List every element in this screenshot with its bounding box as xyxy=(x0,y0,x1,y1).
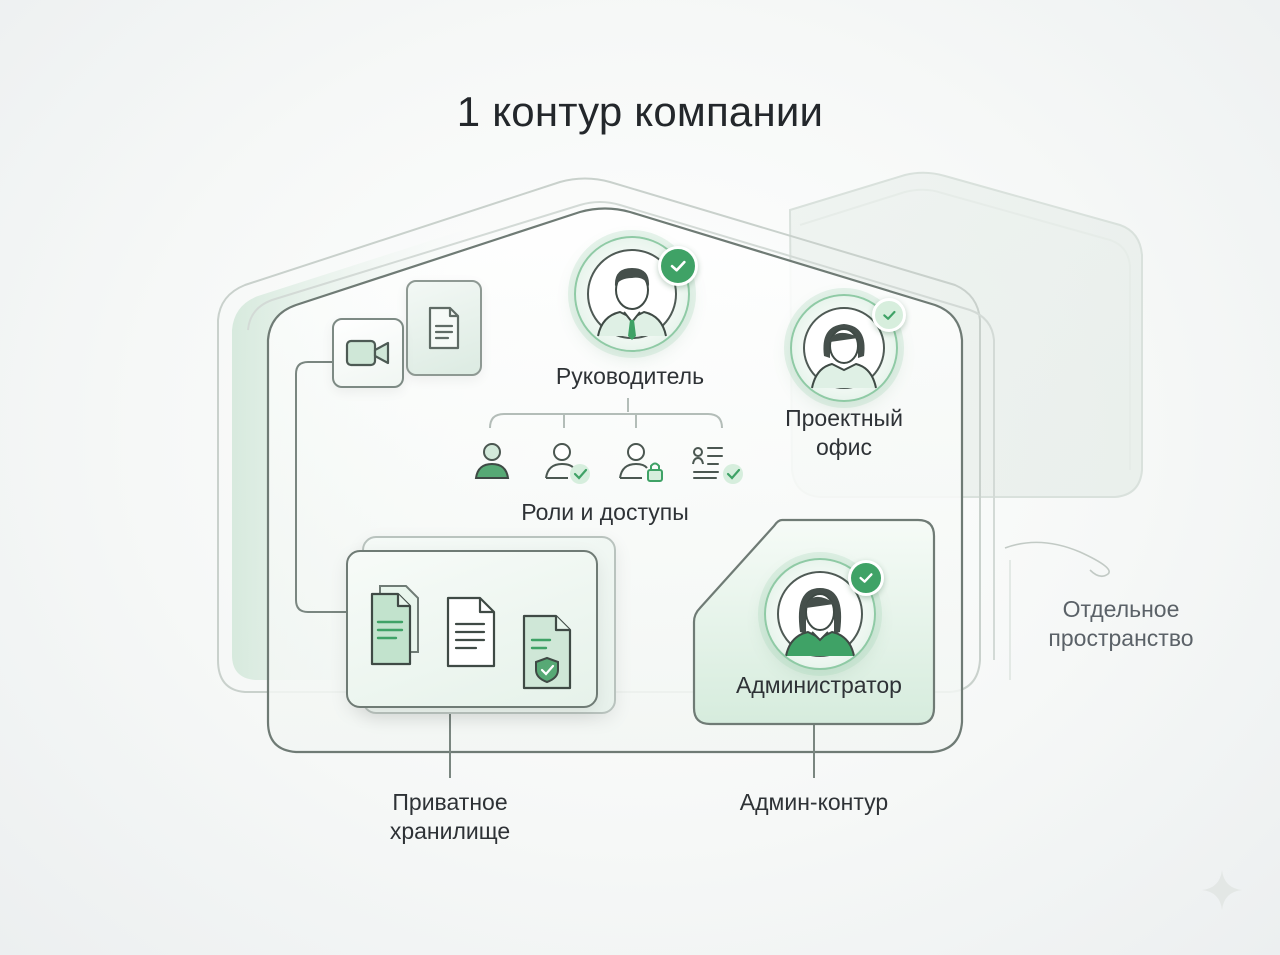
roles-label: Роли и доступы xyxy=(521,499,689,525)
admin-check-icon xyxy=(848,560,884,596)
outer-contour xyxy=(217,177,981,693)
manager-check-icon xyxy=(658,246,698,286)
private-storage-label: Приватное хранилище xyxy=(389,789,511,844)
project-office-label: Проектный офис xyxy=(785,405,903,460)
page-title: 1 контур компании xyxy=(456,88,824,135)
project-office-check-icon xyxy=(872,298,906,332)
user-icon xyxy=(474,443,510,479)
separate-space-label: Отдельное пространство xyxy=(1048,596,1194,651)
document-green-icon xyxy=(370,585,419,666)
man-avatar-icon xyxy=(587,249,677,340)
admin-label: Администратор xyxy=(736,672,902,698)
admin-contour-label: Админ-контур xyxy=(739,789,889,815)
document-icon xyxy=(428,306,460,350)
connector-video-storage xyxy=(295,361,346,613)
woman-avatar-icon xyxy=(803,307,885,389)
document-tile xyxy=(406,280,482,376)
roles-tree xyxy=(489,398,723,429)
video-tile xyxy=(332,318,404,388)
document-lines-icon xyxy=(446,596,496,668)
list-check-icon xyxy=(692,447,743,484)
admin-avatar xyxy=(764,558,876,670)
separate-space-pointer xyxy=(1004,541,1110,578)
manager-label: Руководитель xyxy=(555,363,705,389)
video-camera-icon xyxy=(345,339,390,367)
user-lock-icon xyxy=(619,443,663,482)
woman-admin-avatar-icon xyxy=(777,571,863,657)
document-shield-icon xyxy=(522,614,572,690)
user-check-icon xyxy=(545,443,590,484)
private-storage xyxy=(346,550,598,708)
sparkle-icon xyxy=(1202,870,1242,910)
